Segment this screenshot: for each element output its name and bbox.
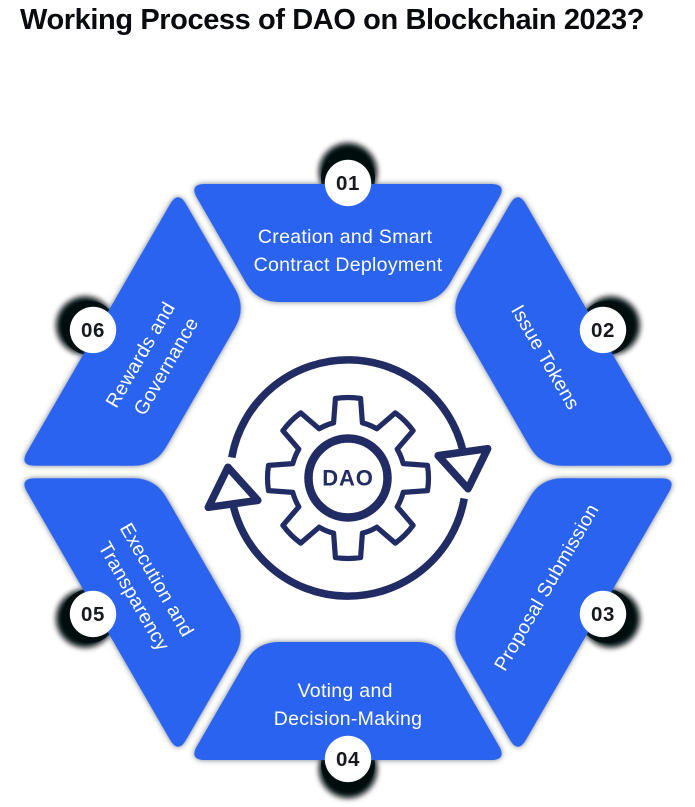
svg-text:05: 05 (81, 603, 105, 626)
segment-01-label: Creation and Smart Contract Deployment (254, 226, 443, 276)
step-badge-03: 03 (579, 590, 627, 638)
svg-text:04: 04 (336, 748, 360, 771)
step-badge-01: 01 (324, 159, 372, 207)
svg-text:06: 06 (81, 319, 105, 342)
segment-04-label: Voting and Decision-Making (274, 680, 423, 730)
step-badge-04: 04 (324, 735, 372, 783)
svg-text:03: 03 (591, 603, 615, 626)
svg-text:01: 01 (336, 172, 360, 195)
gear-sync-icon: DAO (203, 360, 493, 596)
gear-icon: DAO (264, 394, 432, 562)
step-badge-05: 05 (69, 590, 117, 638)
step-badges: 01 02 03 04 05 06 (69, 159, 627, 783)
svg-text:02: 02 (591, 319, 615, 342)
step-badge-02: 02 (579, 306, 627, 354)
step-badge-06: 06 (69, 306, 117, 354)
dao-center-label: DAO (322, 466, 374, 491)
page-title: Working Process of DAO on Blockchain 202… (20, 4, 645, 36)
